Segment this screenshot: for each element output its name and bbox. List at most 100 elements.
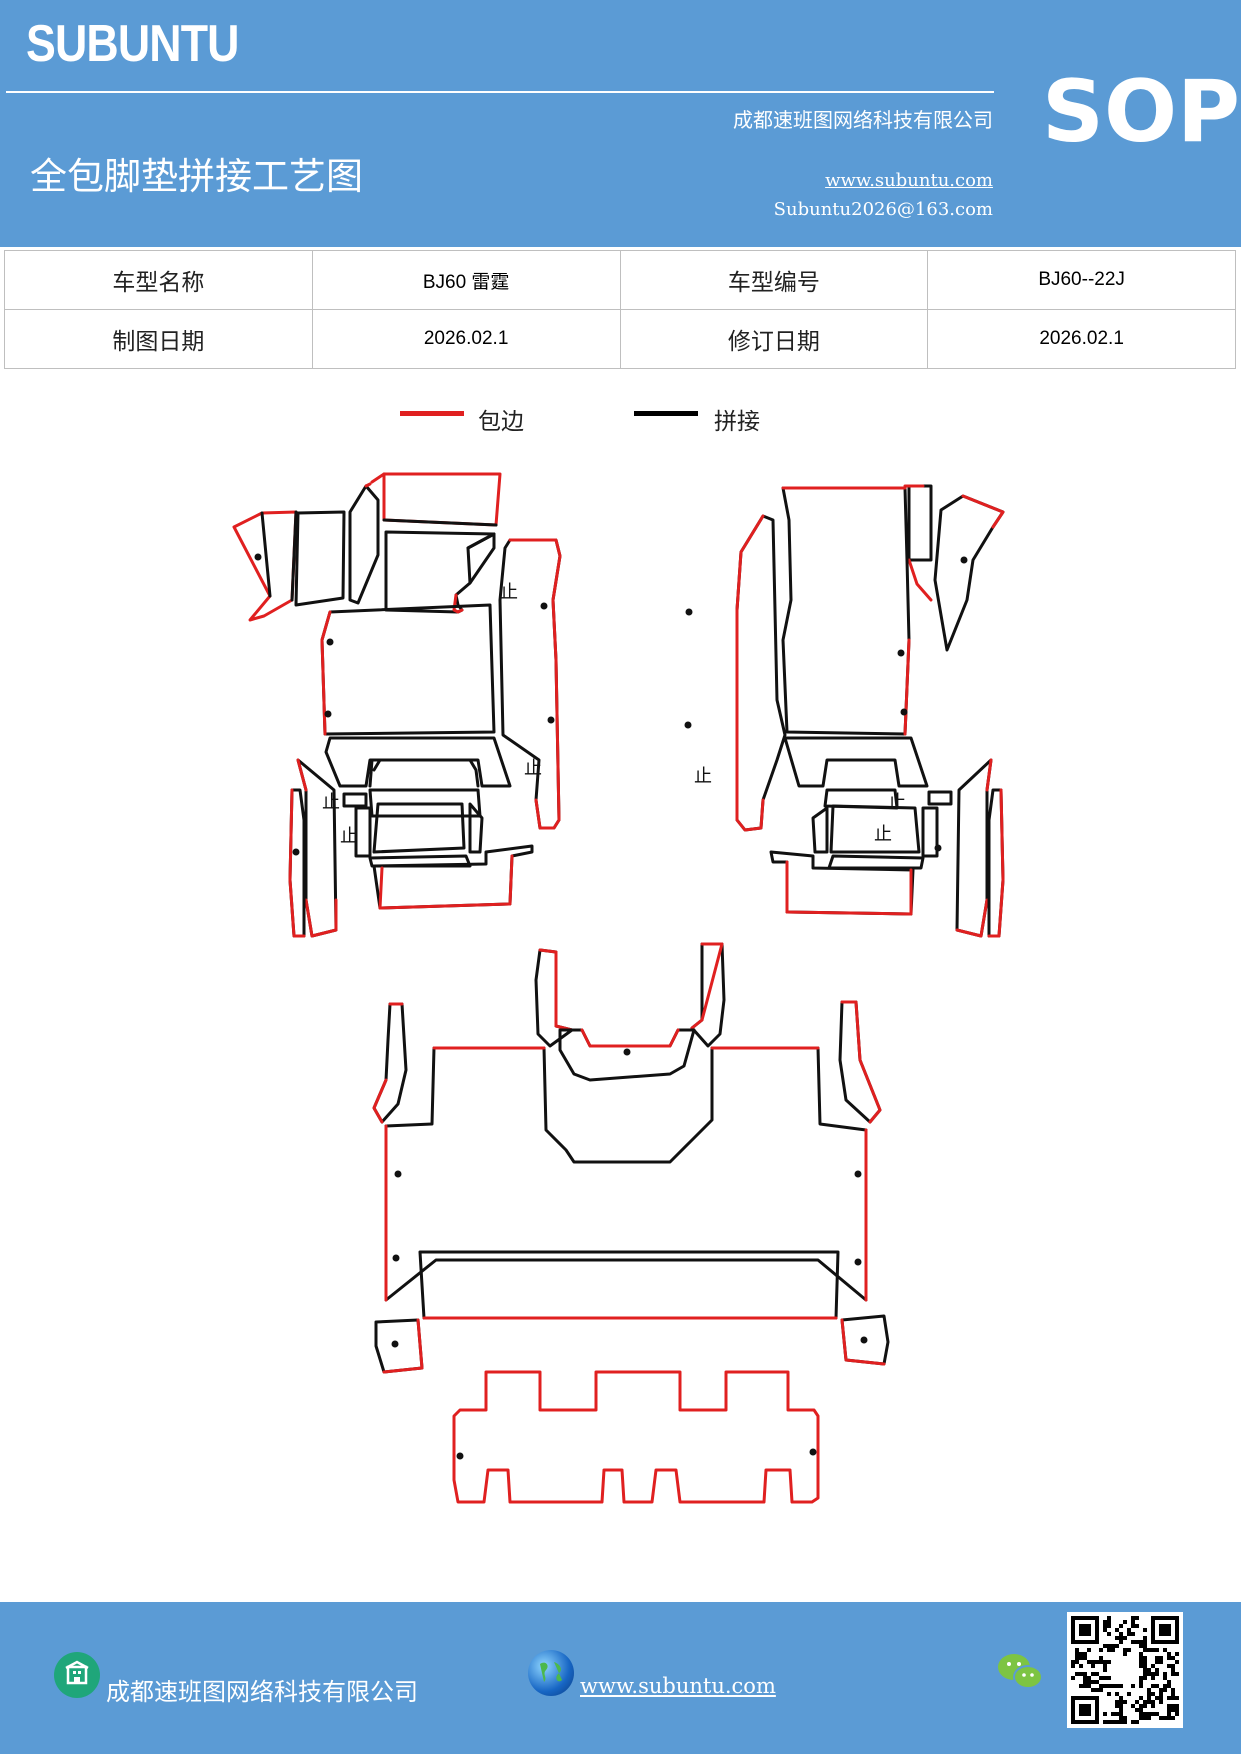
mat-piece bbox=[538, 948, 574, 1032]
dot bbox=[854, 1170, 862, 1178]
mat-piece bbox=[534, 948, 574, 1048]
brand-logo: SUBUNTU bbox=[26, 15, 239, 73]
revise-date-label: 修订日期 bbox=[619, 309, 929, 369]
mat-piece bbox=[348, 484, 380, 605]
dot bbox=[292, 848, 300, 856]
stop-marker: 止 bbox=[500, 582, 518, 603]
mat-piece bbox=[452, 593, 464, 614]
footer-website-link[interactable]: www.subuntu.com bbox=[580, 1674, 776, 1698]
contact-email[interactable]: Subuntu2026@163.com bbox=[773, 199, 993, 220]
sop-badge: SOP bbox=[1042, 62, 1241, 162]
mat-piece bbox=[368, 854, 472, 868]
header-banner: SUBUNTU 成都速班图网络科技有限公司 全包脚垫拼接工艺图 www.subu… bbox=[0, 0, 1241, 247]
mat-piece bbox=[840, 1000, 882, 1124]
mat-piece bbox=[320, 603, 496, 736]
mat-piece bbox=[735, 514, 765, 832]
legend: 包边 拼接 bbox=[400, 400, 800, 440]
dot bbox=[391, 1340, 399, 1348]
dot bbox=[897, 649, 905, 657]
dot bbox=[685, 608, 693, 616]
dot bbox=[540, 602, 548, 610]
mat-piece bbox=[232, 510, 298, 622]
front-right-mats bbox=[735, 484, 1005, 938]
mat-piece bbox=[933, 494, 1005, 652]
legend-splice-swatch bbox=[634, 411, 698, 416]
mat-piece bbox=[508, 538, 562, 830]
globe-icon bbox=[528, 1650, 574, 1696]
mat-piece bbox=[324, 736, 512, 788]
dot bbox=[960, 556, 968, 564]
mat-piece bbox=[372, 1002, 404, 1124]
draw-date-label: 制图日期 bbox=[4, 309, 313, 369]
mat-piece bbox=[961, 494, 1005, 529]
mat-piece bbox=[769, 850, 915, 916]
legend-edge-swatch bbox=[400, 411, 464, 416]
model-name-label: 车型名称 bbox=[4, 250, 313, 310]
wechat-icon bbox=[996, 1652, 1044, 1692]
dot bbox=[809, 1448, 817, 1456]
mat-piece bbox=[903, 484, 933, 602]
mat-piece bbox=[468, 802, 484, 854]
company-name: 成都速班图网络科技有限公司 bbox=[733, 108, 993, 132]
mat-piece bbox=[783, 736, 929, 788]
stop-marker: 止 bbox=[694, 766, 712, 787]
stop-marker: 止 bbox=[874, 824, 892, 845]
table-row: 制图日期 2026.02.1 修订日期 2026.02.1 bbox=[4, 309, 1236, 369]
mat-piece bbox=[829, 804, 921, 854]
mat-piece bbox=[368, 758, 480, 788]
dot bbox=[860, 1336, 868, 1344]
mat-piece bbox=[372, 1002, 408, 1124]
mat-piece bbox=[580, 1028, 680, 1048]
mat-piece bbox=[907, 484, 933, 562]
website-link[interactable]: www.subuntu.com bbox=[825, 170, 993, 191]
mat-piece bbox=[294, 510, 346, 607]
qr-code[interactable] bbox=[1067, 1612, 1183, 1728]
mat-piece bbox=[296, 758, 338, 938]
dot bbox=[854, 1258, 862, 1266]
rear-mats bbox=[372, 942, 890, 1504]
mat-piece bbox=[690, 942, 724, 1030]
mat-piece bbox=[320, 610, 332, 736]
dot bbox=[392, 1254, 400, 1262]
legend-splice-label: 拼接 bbox=[714, 409, 760, 435]
dot bbox=[900, 708, 908, 716]
mat-piece bbox=[364, 472, 386, 488]
mat-piece bbox=[466, 532, 496, 585]
mat-piece bbox=[781, 486, 911, 736]
model-name-value: BJ60 雷霆 bbox=[311, 250, 621, 310]
mat-piece bbox=[288, 788, 306, 938]
mat-piece bbox=[955, 758, 993, 938]
info-table: 车型名称 BJ60 雷霆 车型编号 BJ60--22J 制图日期 2026.02… bbox=[4, 250, 1236, 369]
mat-piece bbox=[927, 790, 953, 806]
front-left-mats bbox=[232, 472, 562, 938]
building-icon bbox=[54, 1652, 100, 1698]
mat-piece bbox=[811, 806, 829, 854]
mat-piece bbox=[827, 854, 925, 870]
stop-marker: 止 bbox=[340, 826, 358, 847]
header-divider bbox=[6, 91, 994, 93]
dot bbox=[623, 1048, 631, 1056]
mat-piece bbox=[342, 792, 368, 808]
mat-piece bbox=[987, 788, 1005, 938]
mat-piece bbox=[354, 806, 372, 858]
stop-marker: 止 bbox=[888, 792, 906, 813]
mat-piece bbox=[382, 472, 502, 527]
legend-edge-label: 包边 bbox=[478, 409, 524, 435]
dot bbox=[254, 553, 262, 561]
mat-piece bbox=[382, 1318, 424, 1374]
model-code-value: BJ60--22J bbox=[927, 250, 1236, 310]
model-code-label: 车型编号 bbox=[619, 250, 929, 310]
mat-piece bbox=[382, 518, 498, 527]
mat-piece bbox=[374, 1318, 424, 1374]
revise-date-value: 2026.02.1 bbox=[927, 309, 1236, 369]
stop-marker: 止 bbox=[322, 792, 340, 813]
mat-piece bbox=[735, 514, 787, 832]
draw-date-value: 2026.02.1 bbox=[311, 309, 621, 369]
mat-piece bbox=[781, 486, 911, 736]
mat-piece bbox=[785, 860, 913, 916]
alignment-dots bbox=[254, 553, 968, 1460]
mat-piece bbox=[921, 806, 939, 858]
mat-piece bbox=[840, 1318, 886, 1366]
mat-piece bbox=[418, 1250, 840, 1320]
